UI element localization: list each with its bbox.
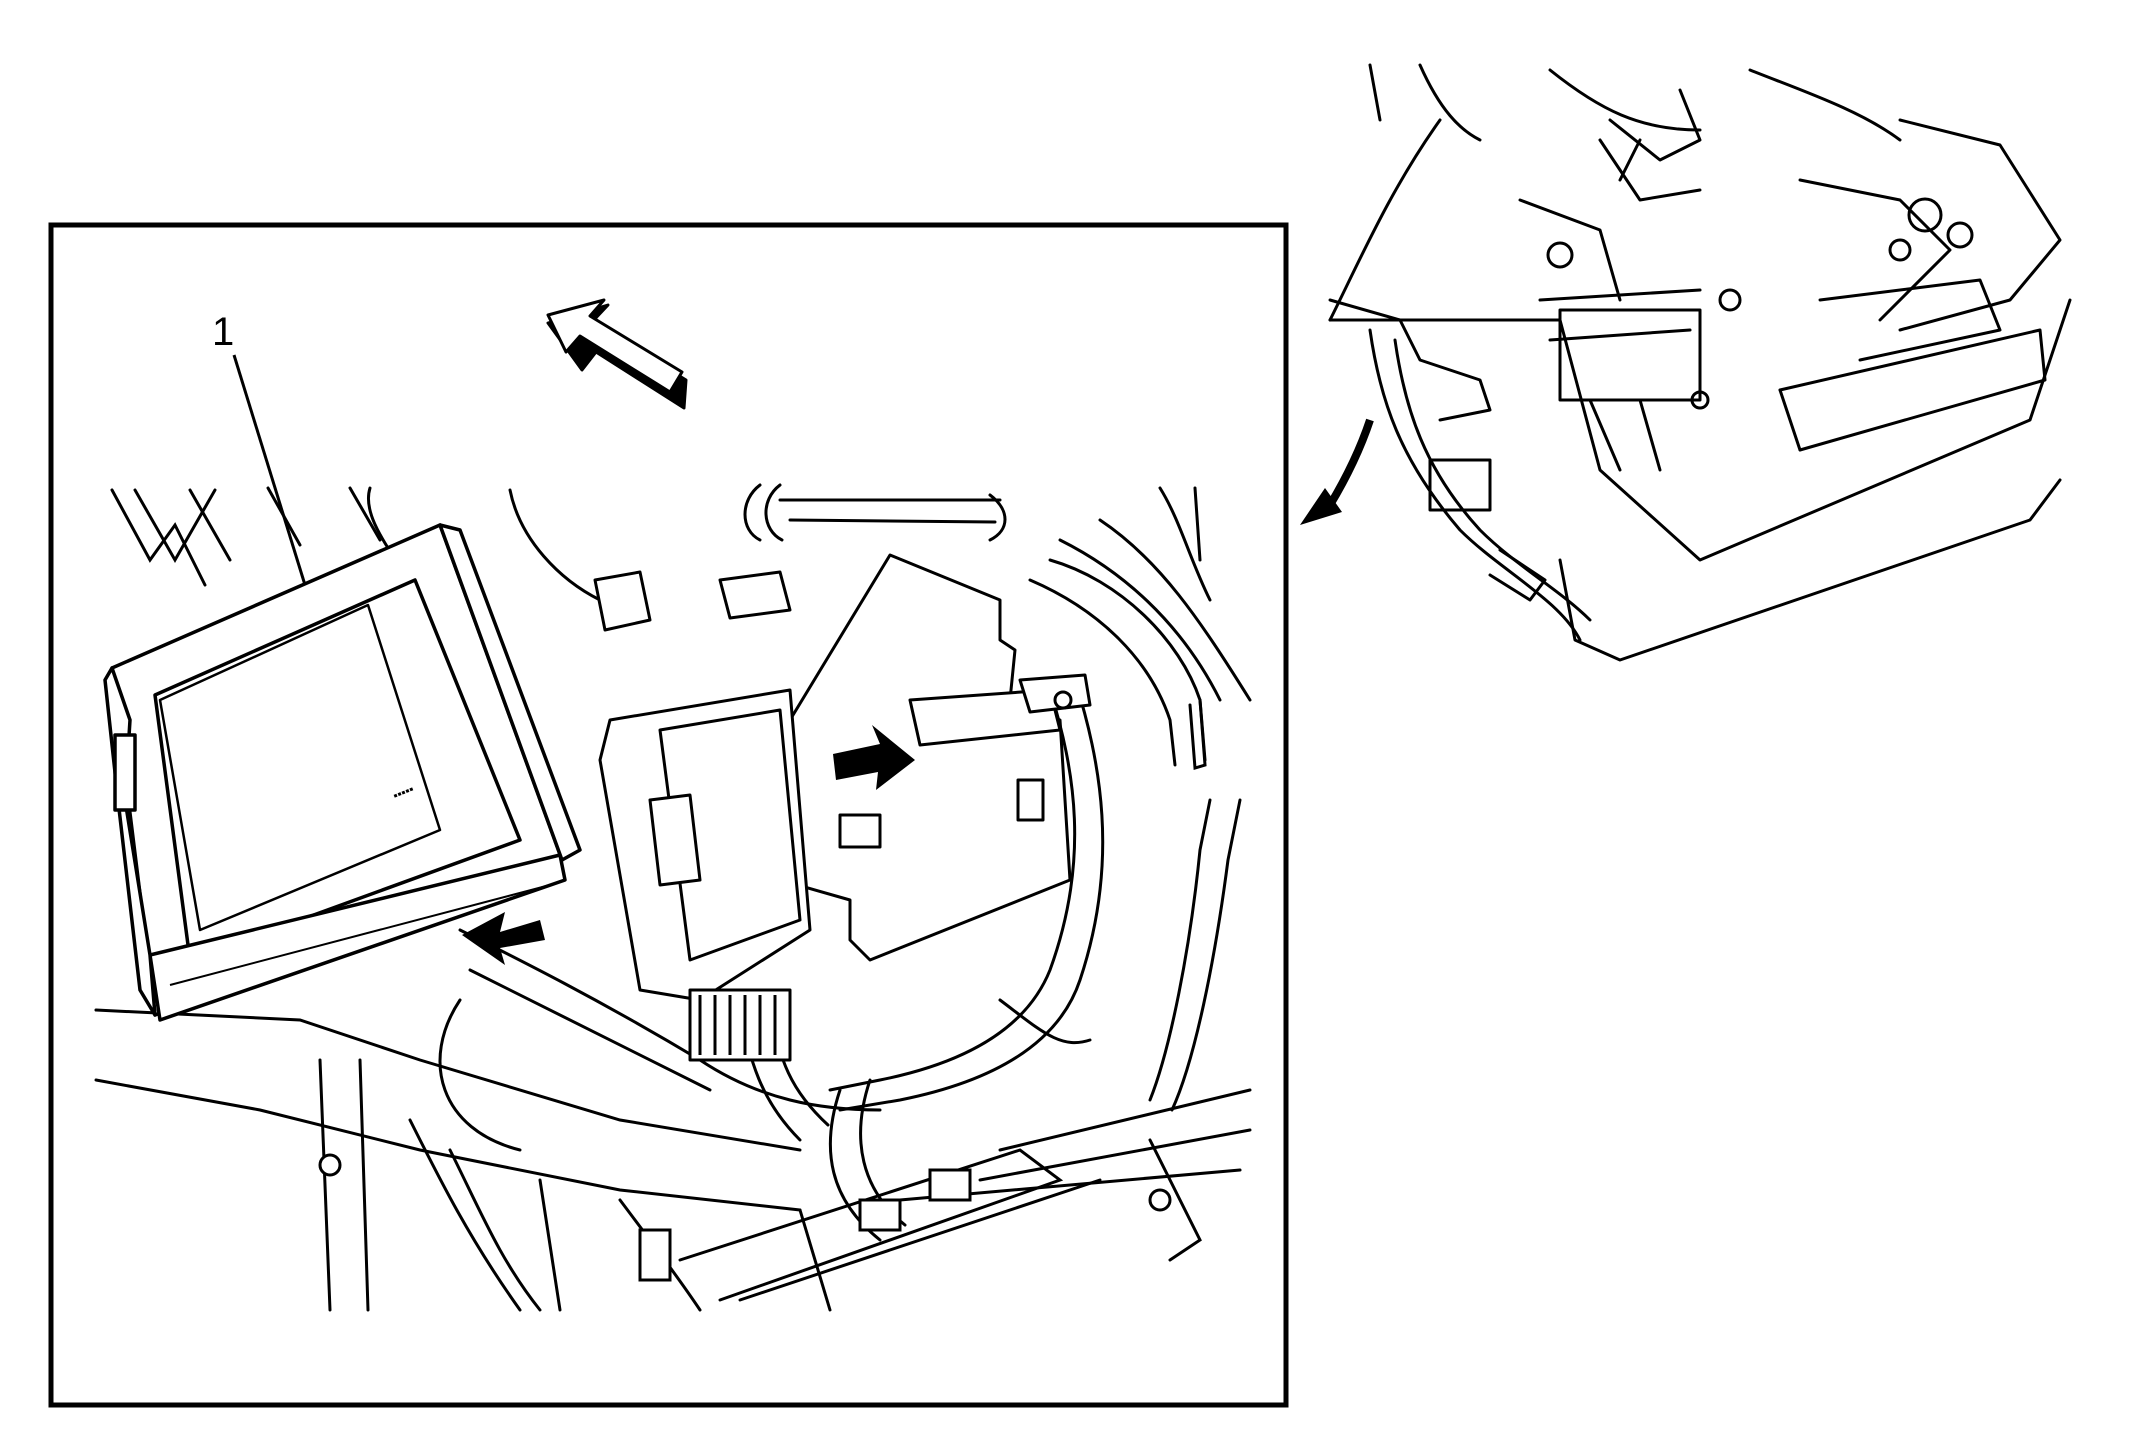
fasteners <box>318 1153 1172 1282</box>
mounting-bracket <box>778 553 1092 962</box>
detail-view: 1 <box>48 222 1289 1408</box>
motion-arrow-icon <box>462 912 545 965</box>
callout-leader-1 <box>232 354 307 586</box>
overview-view <box>1300 63 2072 662</box>
control-module: ▪▪▪▪▪ <box>103 523 582 1022</box>
console-overview <box>1328 63 2072 662</box>
callout-label-1: 1 <box>212 310 234 354</box>
motion-arrow-icon <box>833 725 915 790</box>
dash-structure <box>94 486 1252 1312</box>
view-direction-arrow-icon <box>546 298 688 410</box>
wiring-harness <box>438 483 1242 1242</box>
curved-arrow-icon <box>1300 418 1374 525</box>
connector-module <box>593 570 812 1062</box>
